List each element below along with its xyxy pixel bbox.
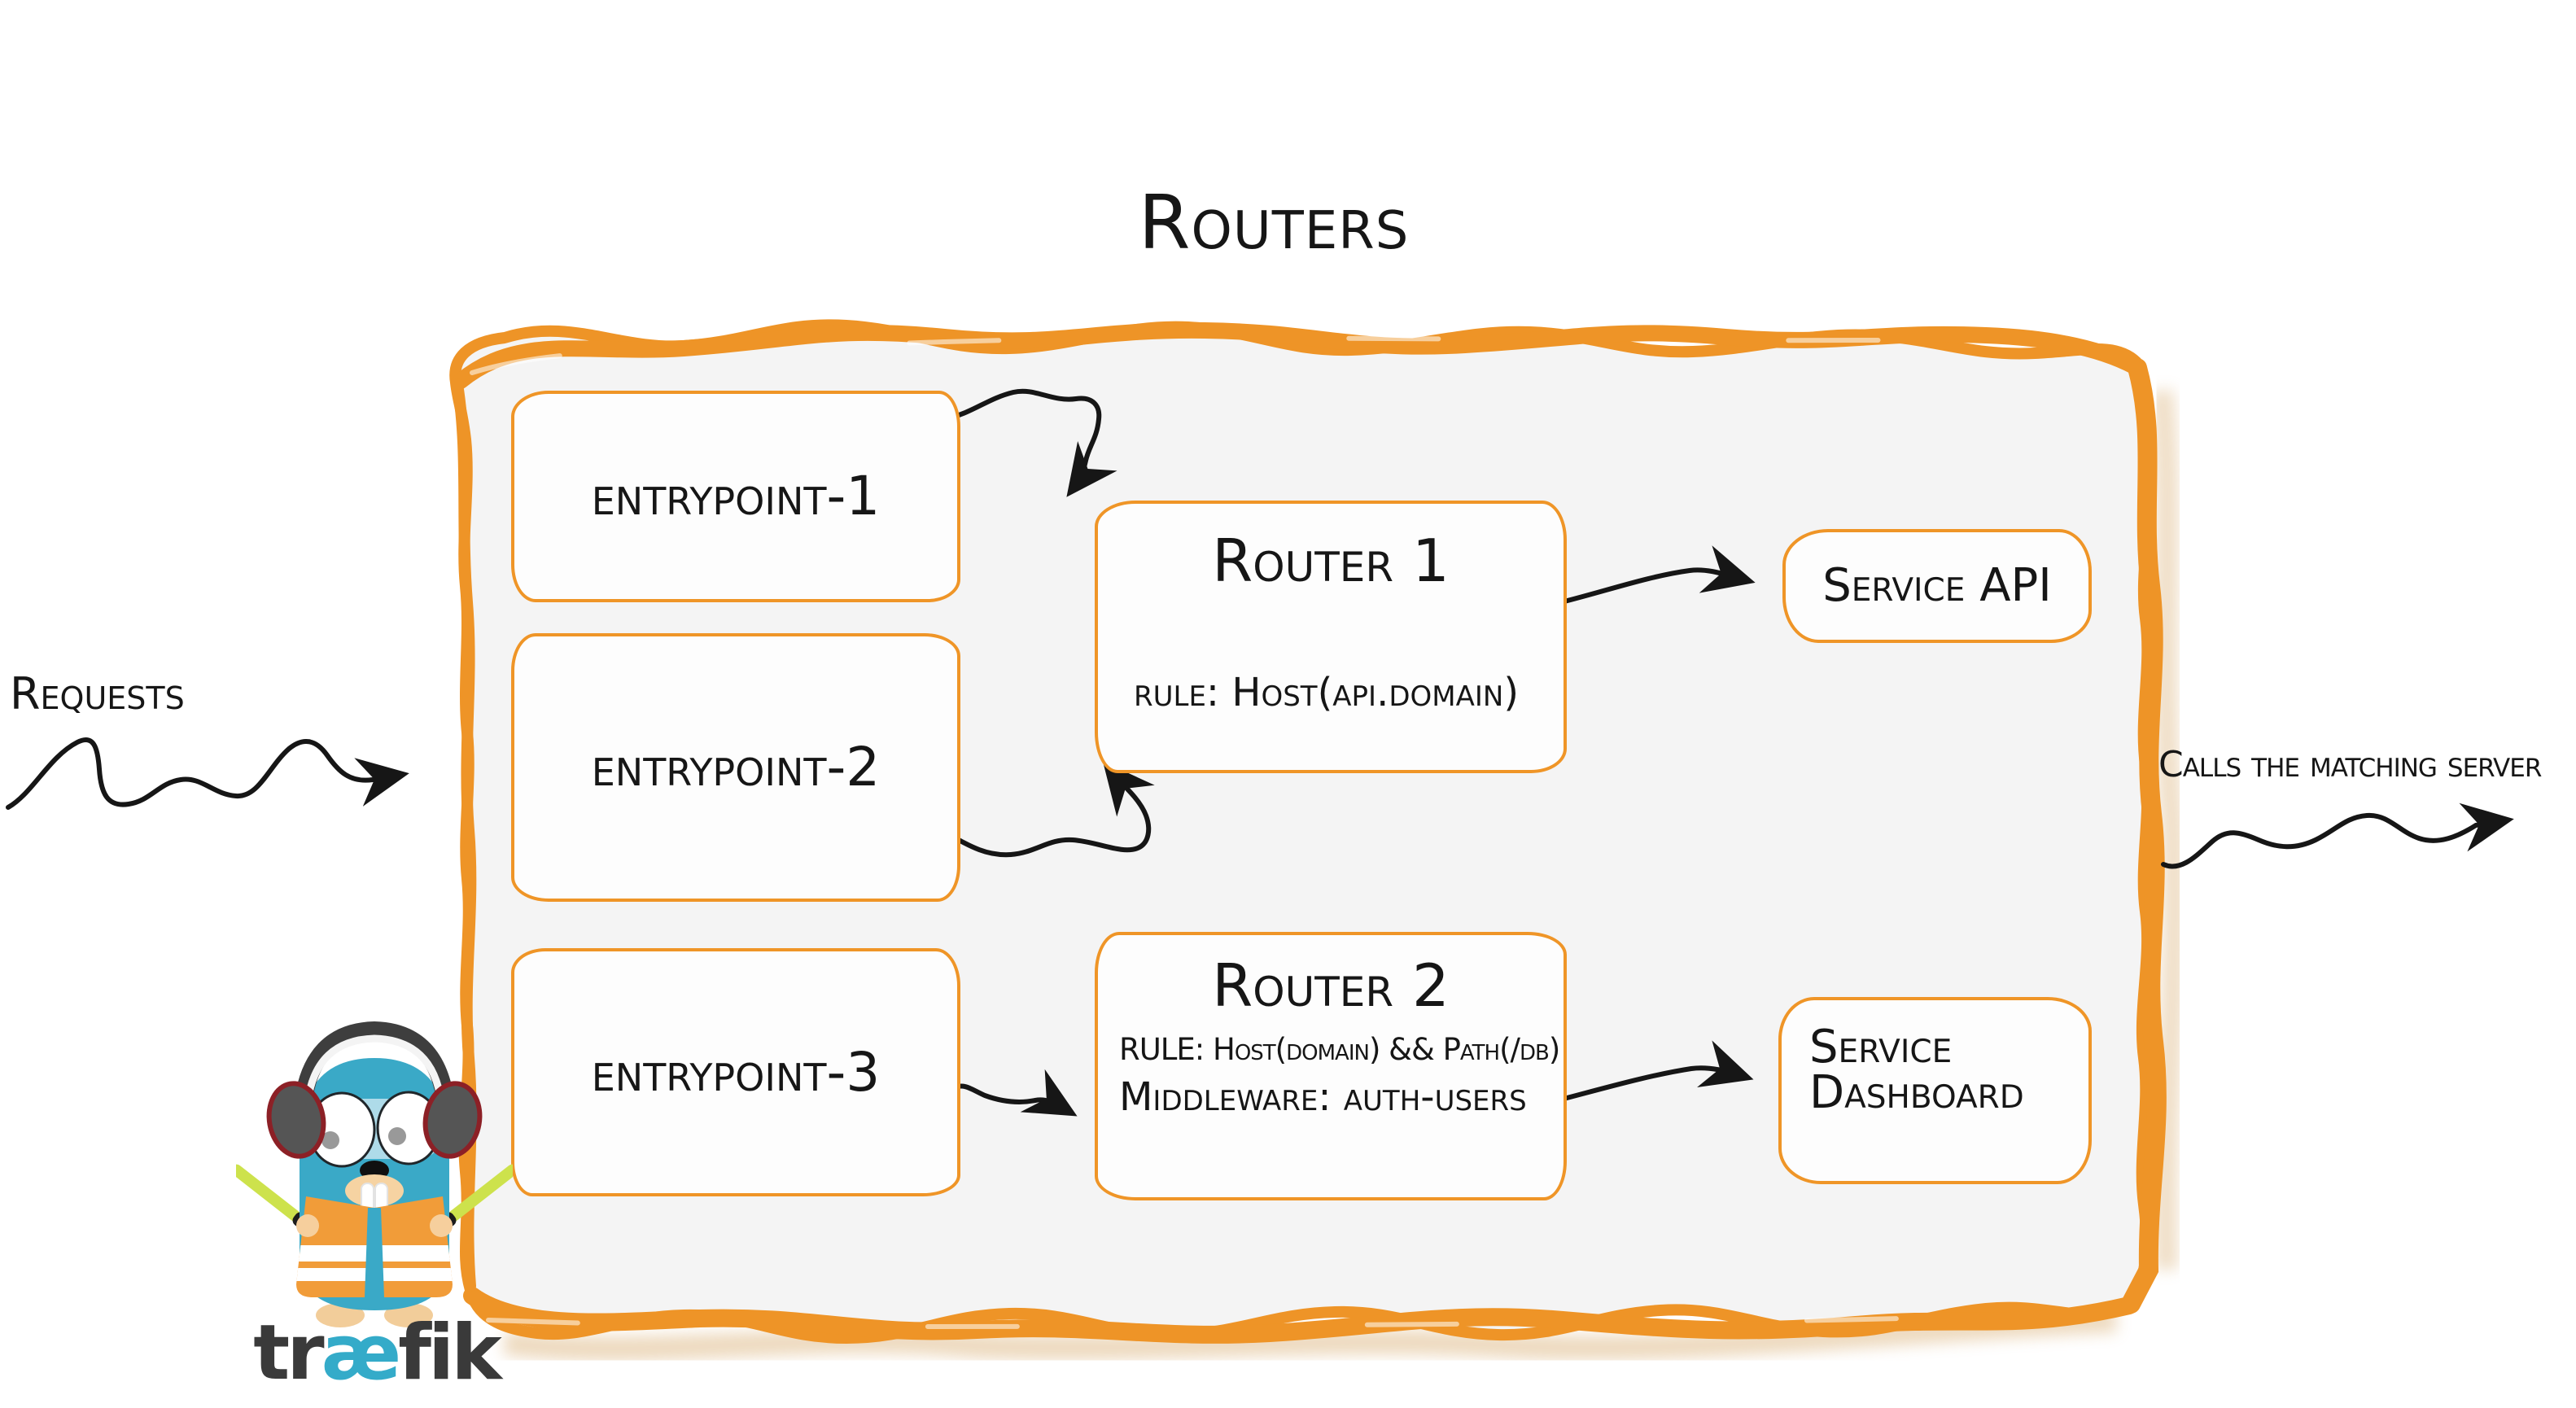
- diagram-title: Routers: [1138, 179, 1410, 266]
- gopher-pupil-left: [321, 1131, 339, 1149]
- arrow-entrypoint2-router1: [942, 761, 1155, 858]
- arrow-router2-service-dashboard: [1552, 1040, 1754, 1104]
- flow-arrows: [6, 388, 2514, 1117]
- service-dashboard-box: Service Dashboard: [1778, 997, 2092, 1184]
- gopher-safety-vest: [296, 1196, 453, 1297]
- router-2-middleware: Middleware: auth-users: [1119, 1074, 1527, 1120]
- arrow-calls-matching-server: [2161, 802, 2514, 869]
- wordmark-suffix: fik: [398, 1309, 502, 1397]
- router-1-box: Router 1 rule: Host(api.domain): [1095, 501, 1567, 773]
- router-2-title: Router 2: [1212, 951, 1450, 1020]
- service-dashboard-label: Service Dashboard: [1809, 1021, 2024, 1119]
- traefik-wordmark: træfik: [221, 1309, 531, 1397]
- router-1-rule: rule: Host(api.domain): [1134, 670, 1520, 715]
- entrypoint-3-label: entrypoint-3: [591, 1040, 881, 1104]
- router-2-rule: RULE: Host(domain) && Path(/db): [1119, 1032, 1560, 1067]
- entrypoint-2-label: entrypoint-2: [591, 736, 881, 798]
- entrypoint-2-box: entrypoint-2: [511, 633, 960, 902]
- wordmark-prefix: tr: [253, 1309, 324, 1397]
- arrow-entrypoint3-router2: [947, 1069, 1078, 1117]
- requests-label: Requests: [10, 668, 185, 719]
- container-shadow-bottom: [503, 1308, 2117, 1362]
- router-2-box: Router 2 RULE: Host(domain) && Path(/db)…: [1095, 932, 1567, 1200]
- traefik-gopher-logo: [236, 1021, 513, 1327]
- entrypoint-1-label: entrypoint-1: [591, 465, 881, 527]
- gopher-pupil-right: [388, 1127, 406, 1145]
- gopher-foot-right: [384, 1303, 433, 1327]
- arrow-entrypoint1-router1: [942, 388, 1117, 497]
- gopher-headphones: [266, 1021, 483, 1159]
- entrypoint-3-box: entrypoint-3: [511, 948, 960, 1196]
- arrow-router1-service-api: [1552, 545, 1756, 606]
- gopher-hand-right: [430, 1214, 453, 1237]
- entrypoint-1-box: entrypoint-1: [511, 391, 960, 602]
- service-api-box: Service API: [1782, 529, 2092, 643]
- gopher-hand-left: [296, 1214, 319, 1237]
- container-shadow-right: [2150, 389, 2186, 1270]
- service-api-label: Service API: [1822, 559, 2052, 612]
- wordmark-ae: æ: [321, 1309, 401, 1397]
- router-1-title: Router 1: [1212, 527, 1450, 595]
- arrow-requests: [6, 737, 409, 810]
- gopher-foot-left: [316, 1303, 365, 1327]
- calls-label: Calls the matching server: [2158, 744, 2542, 785]
